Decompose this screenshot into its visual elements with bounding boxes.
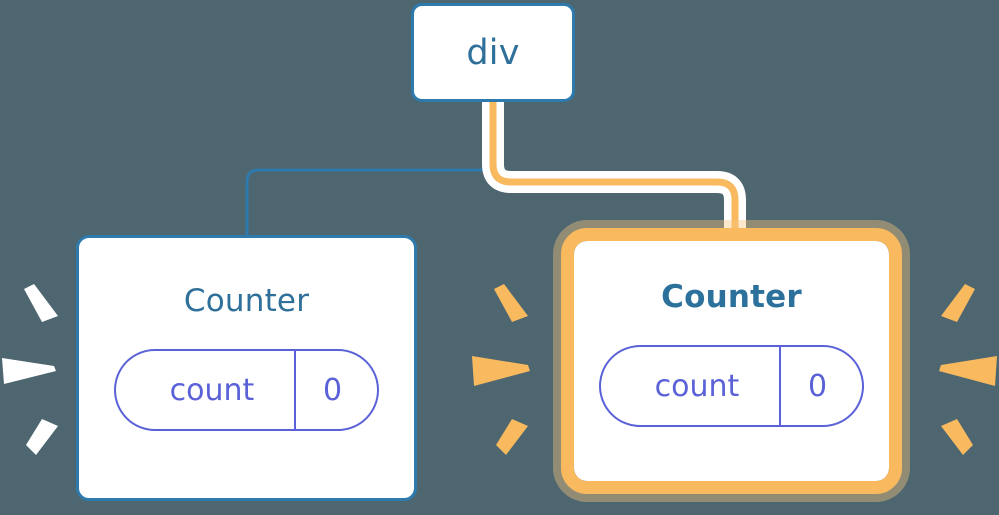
- state-pill-left: count 0: [114, 349, 379, 431]
- node-div-label: div: [466, 32, 520, 73]
- node-counter-left-title: Counter: [183, 283, 310, 319]
- state-value-left: 0: [294, 351, 377, 429]
- state-value-right: 0: [779, 347, 862, 425]
- state-pill-right: count 0: [599, 345, 864, 427]
- edge-root-to-counter-left: [245, 100, 495, 239]
- node-counter-right[interactable]: Counter count 0: [561, 228, 902, 494]
- node-div[interactable]: div: [411, 3, 575, 102]
- node-counter-right-title: Counter: [661, 279, 802, 315]
- edge-root-to-counter-right: [489, 98, 739, 244]
- state-key-left: count: [169, 372, 255, 408]
- edge-root-to-counter-right-halo: [482, 91, 746, 251]
- node-counter-left[interactable]: Counter count 0: [76, 235, 417, 501]
- state-key-right: count: [654, 368, 740, 404]
